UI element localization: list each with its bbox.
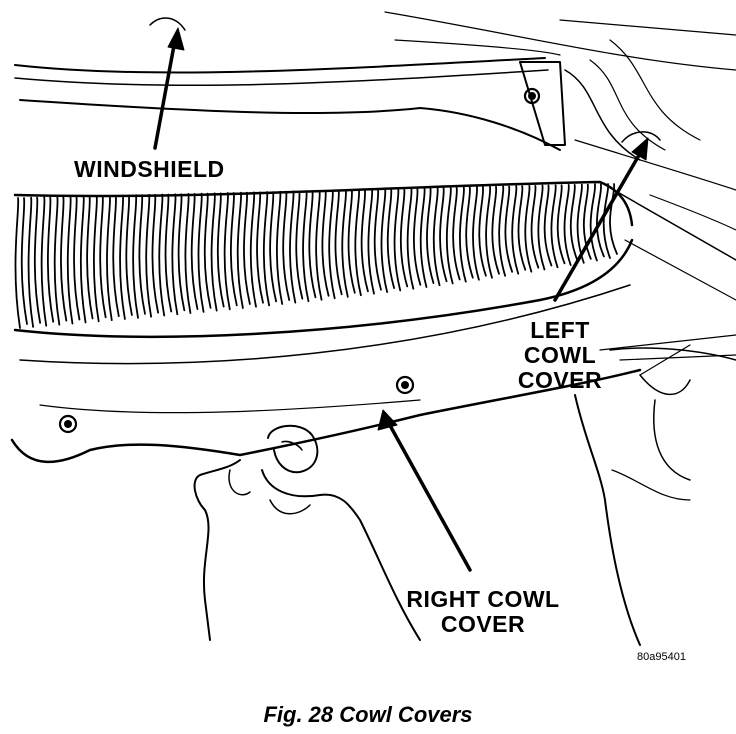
grille-louvre xyxy=(132,194,146,319)
grille-louvre xyxy=(563,184,579,266)
grille-louvre xyxy=(262,191,278,307)
grille-louvre xyxy=(459,186,474,283)
left-cowl-cover-label-line: COWL xyxy=(523,342,597,368)
grille-louvre xyxy=(354,189,369,297)
grille-louvre xyxy=(328,189,343,300)
grille-louvre xyxy=(249,191,264,308)
grille-louvre xyxy=(302,190,317,303)
grille-louvre xyxy=(315,189,330,301)
grille-louvre xyxy=(406,187,422,290)
grille-louvre xyxy=(602,183,618,259)
grille-louvre xyxy=(93,195,107,323)
grille-louvre xyxy=(236,191,251,309)
grille-louvre xyxy=(380,188,396,293)
grille-louvre xyxy=(66,195,81,325)
windshield-label: WINDSHIELD xyxy=(74,156,225,182)
grille-louvre xyxy=(53,196,68,326)
pillar-bolt xyxy=(523,87,541,105)
grille-louvre xyxy=(446,186,461,285)
grille-louvres xyxy=(14,183,618,329)
grille-louvre xyxy=(223,192,238,311)
grille-louvre xyxy=(589,183,605,262)
cowl-bolt-right xyxy=(58,414,78,434)
left-cowl-cover-label-line: LEFT xyxy=(530,317,590,343)
grille-louvre xyxy=(79,195,94,324)
grille-louvre xyxy=(184,193,199,314)
grille-louvre xyxy=(171,193,186,316)
right-cowl-cover-label: RIGHT COWL COVER xyxy=(388,587,578,637)
grille-louvre xyxy=(27,196,42,328)
right-hand xyxy=(574,347,736,646)
right-cowl-arrow xyxy=(377,409,472,572)
grille-louvre xyxy=(393,188,409,292)
grille-louvre xyxy=(106,194,120,322)
left-cowl-cover-label-line: COVER xyxy=(517,367,603,393)
grille-louvre xyxy=(145,193,160,318)
grille-louvre xyxy=(367,188,382,295)
grille-louvre xyxy=(432,187,448,287)
left-cowl-cover-label: LEFT COWL COVER xyxy=(500,318,620,393)
right-cowl-cover-label-line: RIGHT COWL xyxy=(406,586,560,612)
grille-louvre xyxy=(524,184,540,273)
grille-louvre xyxy=(550,184,566,269)
grille-louvre xyxy=(197,192,212,313)
grille-louvre xyxy=(158,193,173,317)
cowl-bolt-center xyxy=(395,375,415,395)
grille-louvre xyxy=(498,185,514,277)
windshield-arrow xyxy=(149,17,186,150)
a-pillar xyxy=(519,39,701,161)
grille-louvre xyxy=(276,190,291,305)
grille-louvre xyxy=(14,197,28,329)
left-cowl-arrow xyxy=(553,131,661,302)
grille-louvre xyxy=(40,196,55,327)
grille-louvre xyxy=(289,190,304,304)
left-hand xyxy=(193,424,421,641)
windshield-glass xyxy=(14,11,736,231)
grille-louvre xyxy=(419,187,435,288)
grille-louvre xyxy=(472,186,487,281)
figure-caption: Fig. 28 Cowl Covers xyxy=(263,702,473,727)
grille-louvre xyxy=(537,184,553,271)
grille-louvre xyxy=(341,189,356,298)
grille-louvre xyxy=(576,183,592,264)
right-cowl-cover-label-line: COVER xyxy=(440,611,526,637)
grille-louvre xyxy=(485,185,500,279)
figure-code: 80a95401 xyxy=(637,651,686,663)
grille-louvre xyxy=(210,192,225,312)
right-cowl-cover xyxy=(10,334,736,464)
grille-louvre xyxy=(511,185,527,275)
grille-louvre xyxy=(119,194,133,320)
